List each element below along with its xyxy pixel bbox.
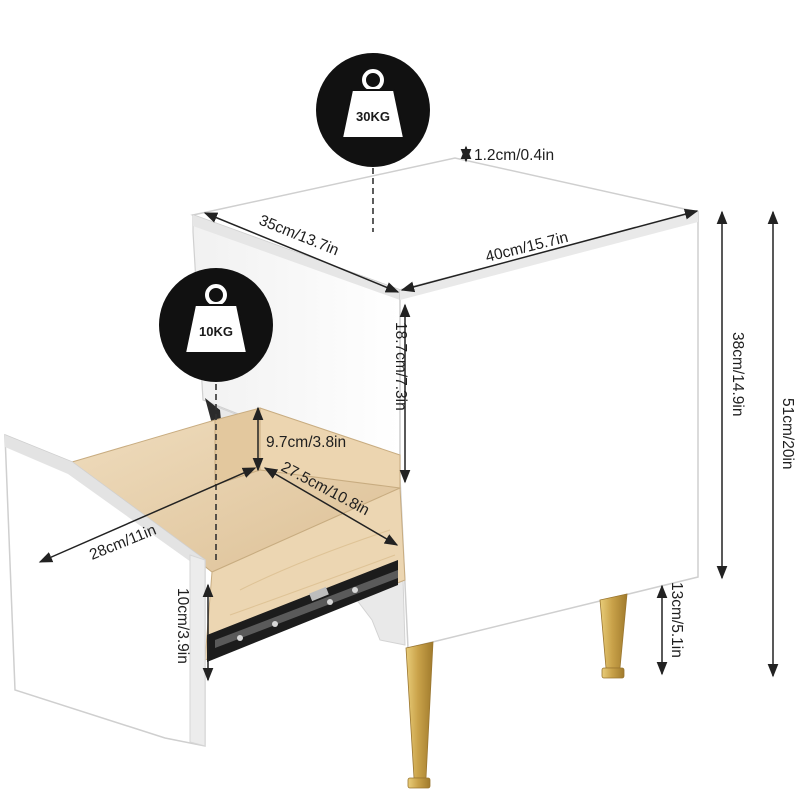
label-body-height: 38cm/14.9in: [729, 332, 746, 416]
label-top-thickness: 1.2cm/0.4in: [474, 147, 554, 164]
label-drawer-inner-height: 9.7cm/3.8in: [266, 434, 346, 451]
label-leg-height: 13cm/5.1in: [668, 582, 685, 658]
gold-legs: [405, 593, 628, 789]
load-badge-drawer: 10KG: [159, 268, 273, 560]
weight-icon: [340, 69, 406, 139]
label-total-height: 51cm/20in: [779, 398, 796, 470]
dimension-lines: [38, 145, 779, 682]
load-badge-top-label: 30KG: [356, 109, 390, 124]
drawer-slide-rail: [207, 560, 398, 662]
open-drawer[interactable]: [4, 407, 406, 747]
leg-front: [405, 641, 434, 779]
label-drawer-front-height: 10cm/3.9in: [174, 588, 191, 664]
label-upper-section-height: 18.7cm/7.3in: [392, 322, 409, 411]
leg-right: [599, 593, 628, 669]
load-badge-drawer-label: 10KG: [199, 324, 233, 339]
load-badge-top: 30KG: [316, 53, 430, 232]
